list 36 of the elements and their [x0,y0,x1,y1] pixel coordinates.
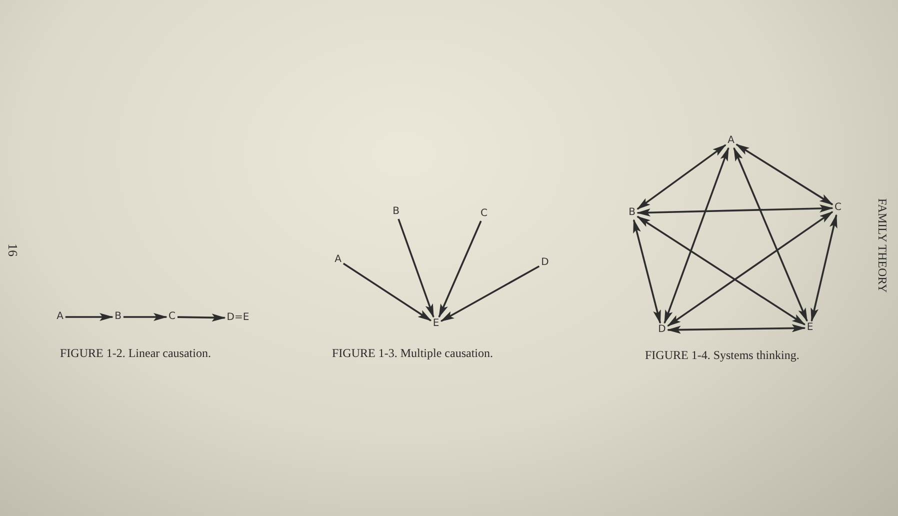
arrow [664,147,730,324]
node-letter: B [114,311,122,323]
arrow [733,147,808,322]
node-letter: E [806,322,814,334]
arrow [440,265,540,322]
arrow [342,262,432,322]
node-letter: D [657,324,667,336]
arrow [636,216,806,326]
running-head: FAMILY THEORY [874,198,890,292]
arrow [65,313,114,321]
node-letter: A [726,135,736,147]
arrow [667,211,834,327]
figure-caption: FIGURE 1-3. Multiple causation. [332,346,493,361]
figure-caption: FIGURE 1-4. Systems thinking. [645,348,800,363]
arrow [177,314,226,322]
arrow [736,144,834,206]
arrow [636,204,834,217]
arrow [438,220,482,318]
node-letter: C [168,311,176,323]
node-letter: C [480,208,488,220]
arrow [632,219,662,324]
arrow [666,324,806,334]
arrow [810,214,838,322]
node-letter: B [392,206,400,218]
arrow [636,144,726,210]
page-number: 16 [4,244,20,256]
node-letter: A [56,311,64,323]
node-letter: B [628,207,636,219]
node-letter: D=E [226,312,250,324]
node-letter: E [432,318,440,330]
node-letter: D [540,257,550,269]
node-letter: A [334,254,342,266]
node-letter: C [834,202,842,214]
figure-caption: FIGURE 1-2. Linear causation. [60,346,211,361]
arrow [398,218,434,318]
arrow [123,313,168,321]
